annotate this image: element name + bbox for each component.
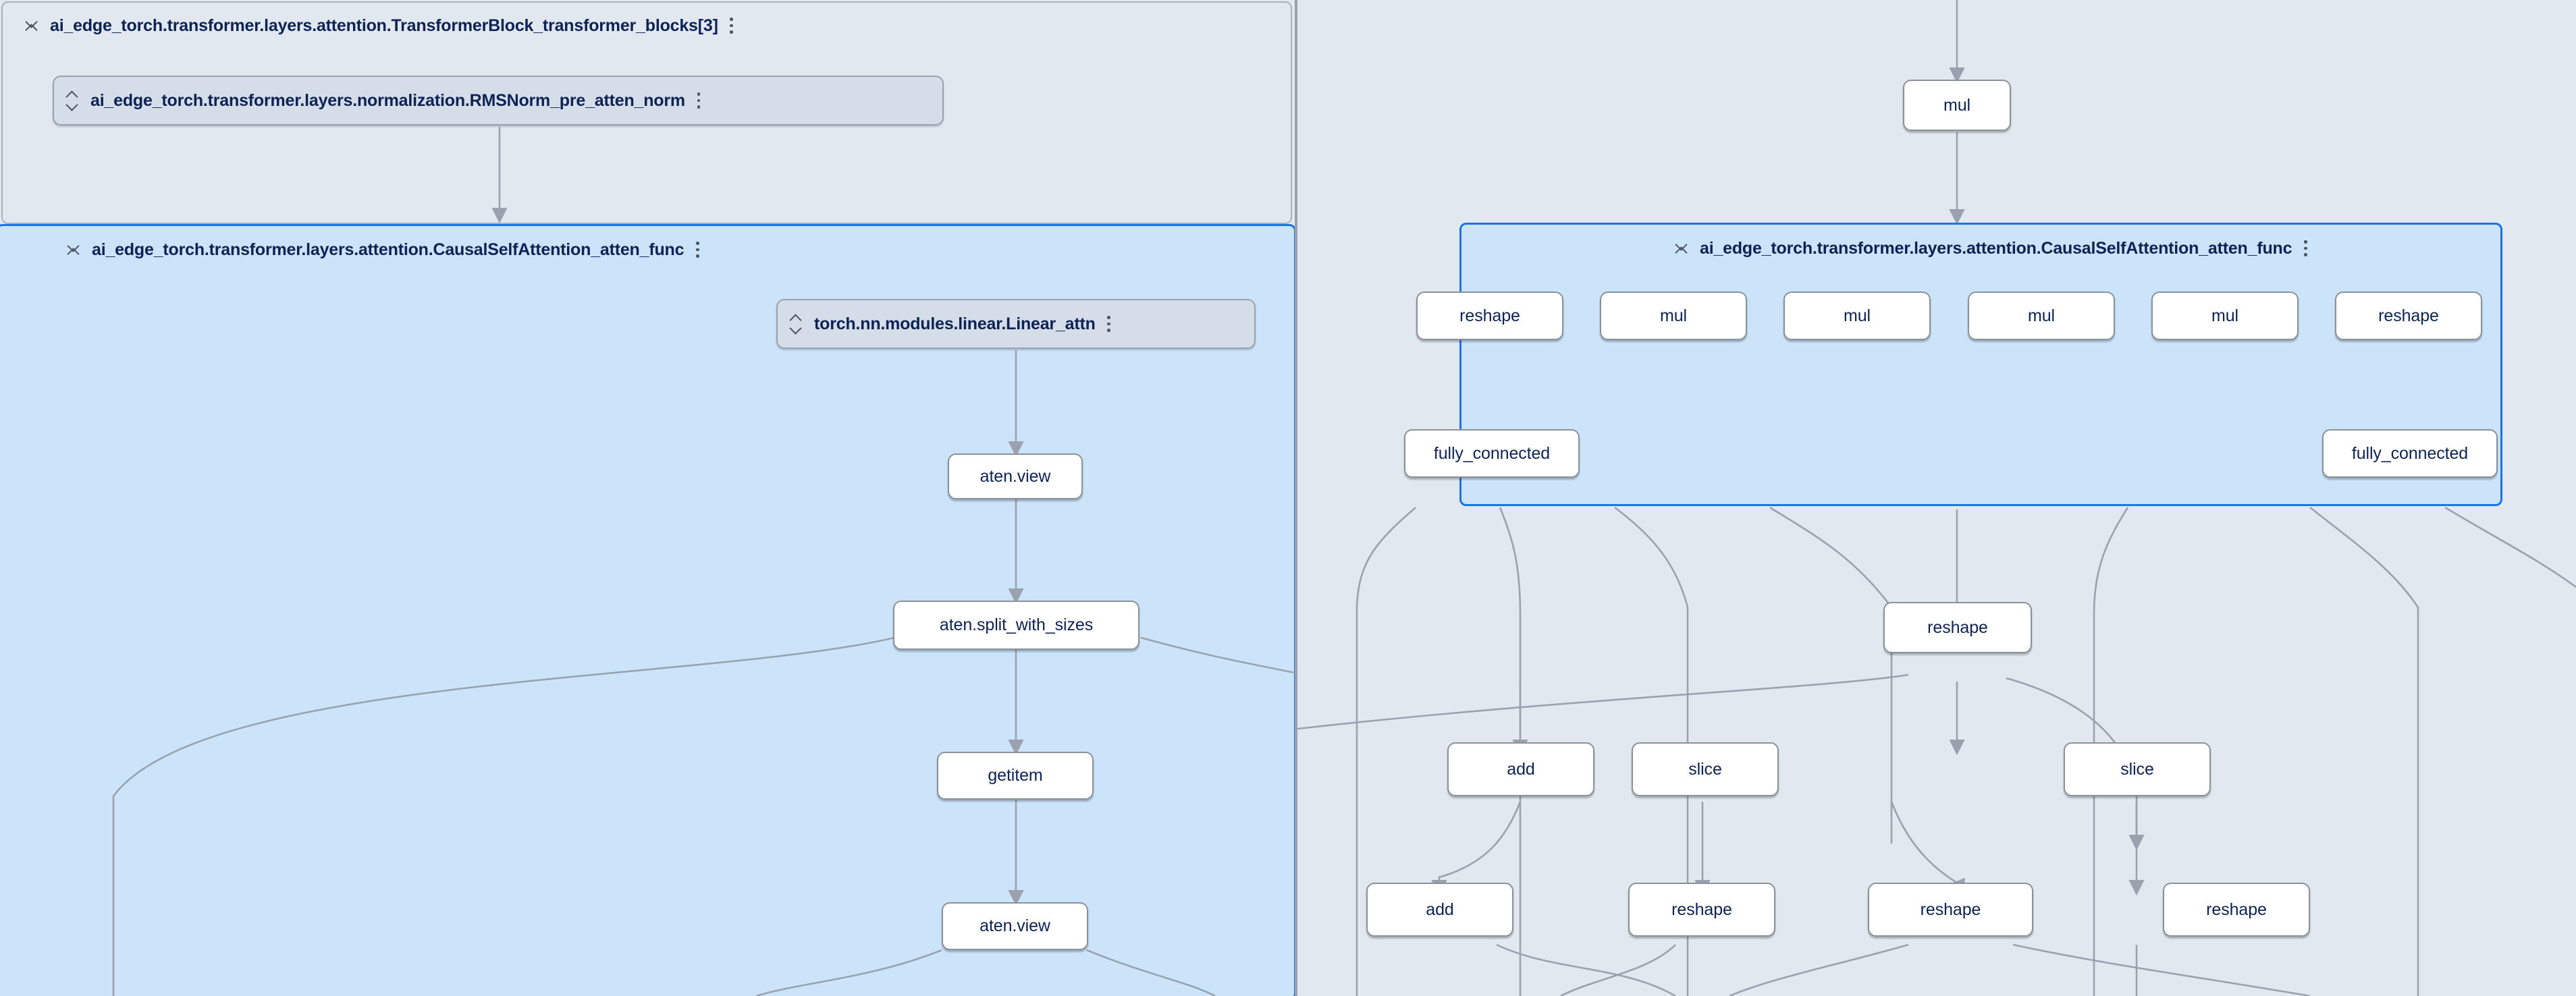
op-node-label: aten.split_with_sizes: [939, 615, 1094, 634]
group-causal-self-attention-right-title: ai_edge_torch.transformer.layers.attenti…: [1700, 238, 2292, 258]
op-node-label: mul: [2028, 306, 2055, 325]
op-node-mul-top[interactable]: mul: [1903, 80, 2011, 131]
group-transformer-block-header[interactable]: ai_edge_torch.transformer.layers.attenti…: [12, 5, 1025, 46]
op-node-label: reshape: [1927, 617, 1988, 637]
expand-chevrons-icon[interactable]: [65, 89, 80, 112]
more-vert-icon[interactable]: [1106, 316, 1112, 332]
op-node-add-1[interactable]: add: [1447, 742, 1594, 796]
more-vert-icon[interactable]: [695, 242, 700, 258]
op-node-label: reshape: [1671, 900, 1732, 919]
op-node-mul-1[interactable]: mul: [1600, 292, 1747, 340]
op-node-reshape-e[interactable]: reshape: [1868, 883, 2033, 937]
op-node-label: fully_connected: [1433, 443, 1551, 463]
group-causal-self-attention-left-header[interactable]: ai_edge_torch.transformer.layers.attenti…: [54, 229, 999, 270]
op-node-aten-split-with-sizes[interactable]: aten.split_with_sizes: [893, 601, 1139, 650]
op-node-fully-connected-1[interactable]: fully_connected: [1404, 429, 1580, 478]
collapse-chevrons-icon[interactable]: [66, 238, 81, 261]
collapsed-group-linear-attn[interactable]: torch.nn.modules.linear.Linear_attn: [776, 299, 1256, 349]
collapsed-group-rmsnorm-label: ai_edge_torch.transformer.layers.normali…: [90, 90, 685, 110]
op-node-getitem[interactable]: getitem: [937, 752, 1094, 800]
op-node-slice-2[interactable]: slice: [2064, 742, 2211, 796]
op-node-label: slice: [2120, 759, 2154, 779]
right-graph-panel[interactable]: mul ai_edge_torch.transformer.layers.att…: [1297, 0, 2576, 996]
left-graph-panel[interactable]: ai_edge_torch.transformer.layers.attenti…: [0, 0, 1295, 996]
group-causal-self-attention-right-header[interactable]: ai_edge_torch.transformer.layers.attenti…: [1662, 228, 2472, 269]
group-transformer-block-title: ai_edge_torch.transformer.layers.attenti…: [50, 16, 718, 35]
more-vert-icon[interactable]: [696, 92, 701, 109]
op-node-label: fully_connected: [2351, 443, 2469, 463]
op-node-label: add: [1426, 900, 1454, 919]
op-node-mul-3[interactable]: mul: [1968, 292, 2115, 340]
op-node-aten-view-2[interactable]: aten.view: [942, 902, 1088, 950]
op-node-reshape-f[interactable]: reshape: [2163, 883, 2310, 937]
more-vert-icon[interactable]: [2303, 240, 2308, 256]
expand-chevrons-icon[interactable]: [788, 312, 803, 335]
op-node-label: reshape: [2206, 900, 2267, 919]
op-node-label: add: [1507, 759, 1535, 779]
op-node-label: aten.view: [980, 916, 1050, 935]
more-vert-icon[interactable]: [729, 18, 734, 34]
collapsed-group-linear-attn-label: torch.nn.modules.linear.Linear_attn: [814, 314, 1096, 333]
op-node-reshape-c[interactable]: reshape: [1883, 602, 2032, 653]
op-node-label: mul: [1844, 306, 1871, 325]
group-causal-self-attention-left-title: ai_edge_torch.transformer.layers.attenti…: [92, 240, 685, 259]
op-node-mul-4[interactable]: mul: [2151, 292, 2299, 340]
op-node-label: mul: [1660, 306, 1687, 325]
panel-divider[interactable]: [1295, 0, 1297, 996]
op-node-label: slice: [1688, 759, 1722, 779]
op-node-label: reshape: [1920, 900, 1981, 919]
op-node-label: reshape: [1459, 306, 1520, 325]
op-node-label: aten.view: [980, 466, 1051, 486]
op-node-slice-1[interactable]: slice: [1632, 742, 1779, 796]
op-node-reshape-d[interactable]: reshape: [1628, 883, 1775, 937]
op-node-mul-2[interactable]: mul: [1783, 292, 1931, 340]
op-node-label: mul: [1943, 95, 1970, 115]
collapsed-group-rmsnorm[interactable]: ai_edge_torch.transformer.layers.normali…: [53, 76, 944, 126]
op-node-label: mul: [2211, 306, 2238, 325]
op-node-aten-view-1[interactable]: aten.view: [948, 453, 1083, 499]
op-node-reshape-a[interactable]: reshape: [1416, 292, 1563, 340]
op-node-fully-connected-2[interactable]: fully_connected: [2322, 429, 2498, 478]
collapse-chevrons-icon[interactable]: [1674, 237, 1689, 260]
collapse-chevrons-icon[interactable]: [24, 14, 39, 37]
op-node-add-2[interactable]: add: [1366, 883, 1513, 937]
op-node-reshape-b[interactable]: reshape: [2335, 292, 2482, 340]
op-node-label: reshape: [2378, 306, 2439, 325]
op-node-label: getitem: [988, 766, 1043, 785]
